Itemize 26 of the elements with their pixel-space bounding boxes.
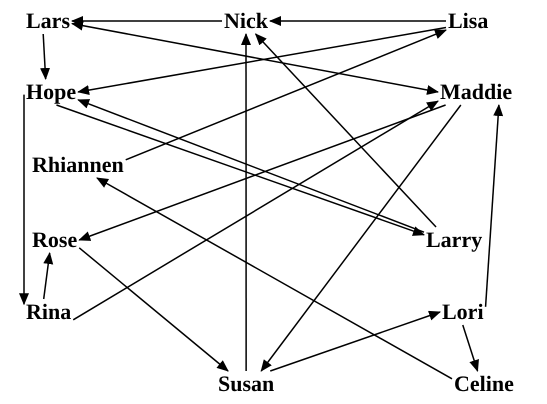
arrow [72,100,439,320]
name-label: Susan [216,371,276,397]
name-label: Rina [24,299,74,325]
name-label: Rose [30,227,80,253]
name-label: Lars [24,8,72,34]
arrow [96,177,452,380]
name-label: Lori [440,299,486,325]
arrow [125,29,447,160]
name-label: Maddie [438,79,514,105]
arrow [254,33,437,228]
arrow [269,16,446,26]
arrow [260,104,462,372]
arrow [484,104,504,307]
name-label: Hope [24,79,78,105]
arrow [40,34,50,80]
name-label: Celine [452,371,516,397]
name-label: Rhiannen [30,152,126,178]
arrow [19,94,29,306]
arrow [270,310,441,372]
arrow [78,247,229,372]
arrow [42,252,54,300]
name-label: Nick [222,8,270,34]
name-label: Larry [424,227,484,253]
name-label: Lisa [446,8,490,34]
arrow [241,33,251,371]
arrow [462,324,479,372]
